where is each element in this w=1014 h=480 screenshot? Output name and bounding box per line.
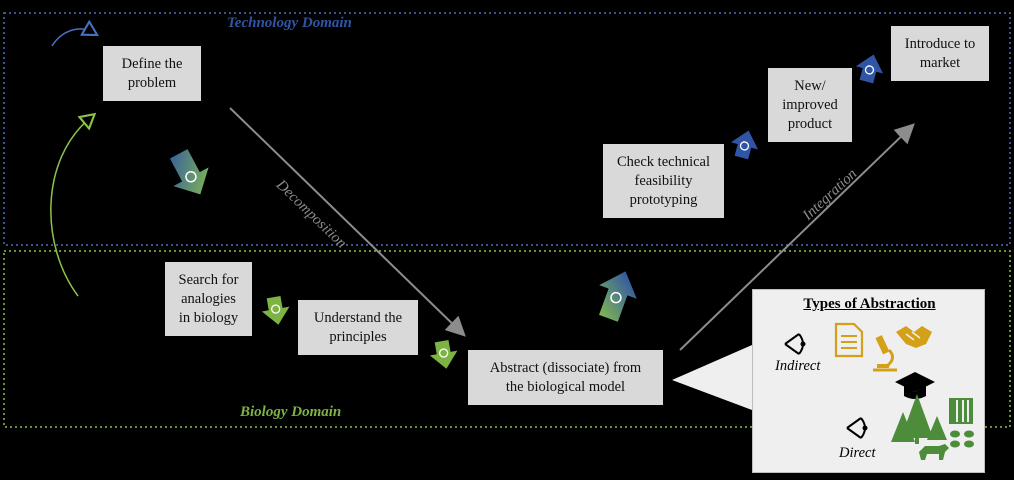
step-arrow-blue	[730, 130, 759, 160]
trees-icon	[891, 394, 947, 444]
abstraction-icons	[784, 322, 974, 460]
step-new-product: New/ improved product	[768, 68, 852, 142]
types-of-abstraction-panel: Types of Abstraction	[752, 289, 985, 473]
graduation-cap-icon	[895, 372, 935, 399]
cycle-icon	[185, 171, 197, 183]
direct-label: Direct	[839, 445, 876, 461]
step-abstract-model: Abstract (dissociate) from the biologica…	[468, 350, 663, 405]
cycle-icon	[610, 291, 622, 304]
loop-arrow-blue	[51, 29, 92, 47]
step-check-feasibility: Check technical feasibility prototyping	[603, 144, 724, 218]
microscope-icon	[873, 335, 897, 372]
step-arrow-green	[261, 295, 290, 325]
step-arrow-green	[429, 339, 458, 369]
biology-domain-frame	[3, 250, 1011, 428]
technology-domain-label: Technology Domain	[227, 15, 352, 31]
callout-pointer	[672, 345, 752, 410]
integration-arrow	[679, 123, 915, 351]
step-arrow-blue	[855, 54, 884, 84]
handshake-icon	[896, 326, 932, 348]
eye-icon	[784, 333, 806, 355]
technology-domain-frame	[3, 12, 1011, 246]
loop-arrow-green	[50, 118, 90, 297]
step-understand-principles: Understand the principles	[298, 300, 418, 355]
animal-icon	[919, 444, 949, 460]
transfer-arrow-up	[599, 271, 637, 322]
biology-domain-label: Biology Domain	[240, 404, 342, 420]
decomposition-arrow	[229, 107, 466, 337]
bees-icon	[950, 430, 974, 448]
step-search-analogies: Search for analogies in biology	[165, 262, 252, 336]
step-introduce-market: Introduce to market	[891, 26, 989, 81]
eye-icon	[846, 417, 868, 439]
waterfall-icon	[949, 398, 973, 424]
step-define-problem: Define the problem	[103, 46, 201, 101]
indirect-label: Indirect	[775, 358, 821, 374]
transfer-arrow-down	[169, 149, 209, 195]
document-icon	[834, 322, 864, 358]
abstraction-panel-title: Types of Abstraction	[803, 296, 936, 312]
